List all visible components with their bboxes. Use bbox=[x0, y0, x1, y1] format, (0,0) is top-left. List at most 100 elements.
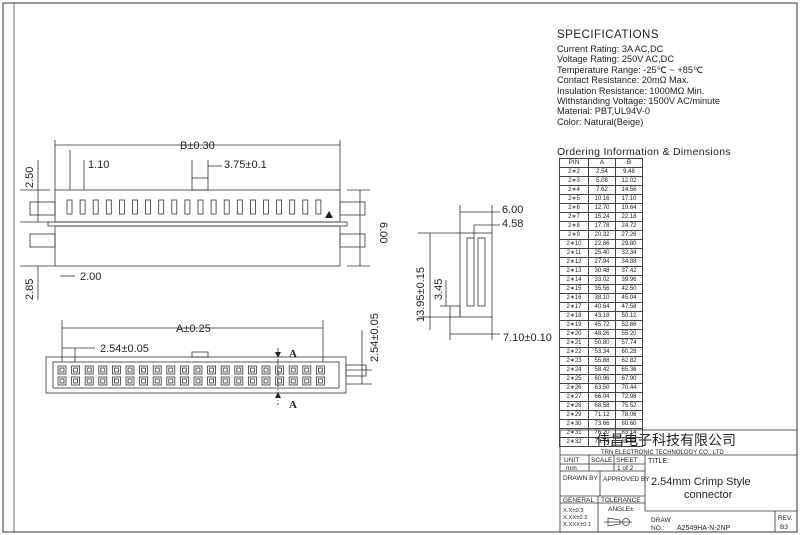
cell-pin: 2∗15 bbox=[559, 284, 589, 294]
cell-b: 83.14 bbox=[615, 428, 643, 438]
pin-slot bbox=[289, 199, 296, 215]
cell-a: 40.64 bbox=[588, 302, 616, 312]
pin-slot bbox=[249, 199, 256, 215]
pin-contact bbox=[168, 367, 174, 373]
pin-cavity bbox=[84, 376, 94, 386]
approved-by-label: APPROVED BY bbox=[603, 476, 650, 483]
rev-value: B3 bbox=[780, 524, 788, 531]
pin-contact bbox=[73, 367, 78, 373]
cell-b: 75.52 bbox=[615, 401, 643, 411]
cell-a: 10.16 bbox=[588, 194, 616, 204]
cell-a: 43.18 bbox=[588, 311, 616, 321]
pin-contact bbox=[304, 378, 310, 384]
cell-a: 60.96 bbox=[588, 374, 616, 384]
pin-contact bbox=[154, 378, 160, 384]
pin-contact bbox=[181, 367, 187, 373]
no-label: NO.: bbox=[651, 525, 665, 532]
cell-b: 17.10 bbox=[615, 194, 643, 204]
side-view bbox=[418, 205, 500, 340]
cell-pin: 2∗31 bbox=[559, 428, 589, 438]
section-label-bottom: A bbox=[289, 399, 297, 411]
pin-contact bbox=[59, 378, 65, 384]
pin-cavity bbox=[166, 365, 176, 375]
cell-a: 20.32 bbox=[588, 230, 616, 240]
sheet-label: SHEET bbox=[616, 457, 638, 464]
cell-a: 73.66 bbox=[588, 419, 616, 429]
title-label: TITLE: bbox=[648, 458, 669, 465]
cell-pin: 2∗17 bbox=[559, 302, 589, 312]
sheet-value: 1 of 2 bbox=[617, 465, 634, 472]
pin-cavity bbox=[139, 365, 149, 375]
pin-slot bbox=[105, 199, 112, 215]
cell-a: 30.48 bbox=[588, 266, 616, 276]
pin-contact bbox=[59, 367, 65, 373]
cell-a: 27.94 bbox=[588, 257, 616, 267]
pin-slot bbox=[276, 199, 283, 215]
pin-contact bbox=[100, 367, 106, 373]
pin-slot bbox=[210, 199, 217, 215]
pin-cavity bbox=[315, 365, 325, 375]
spec-insulation-resistance: Insulation Resistance: 1000MΩ Min. bbox=[557, 85, 705, 96]
pin-cavity bbox=[302, 376, 312, 386]
pin-contact bbox=[168, 378, 174, 384]
pin-contact bbox=[114, 367, 119, 373]
cell-pin: 2∗29 bbox=[559, 410, 589, 420]
pin-cavity bbox=[288, 365, 298, 375]
pin-cavity bbox=[288, 376, 298, 386]
pin-cavity bbox=[152, 376, 162, 386]
pin-cavity bbox=[261, 365, 271, 375]
pin-cavity bbox=[112, 376, 121, 386]
pin-cavity bbox=[152, 365, 162, 375]
pin-cavity bbox=[57, 365, 67, 375]
pin-cavity bbox=[234, 376, 244, 386]
cell-pin: 2∗23 bbox=[559, 356, 589, 366]
cell-pin: 2∗3 bbox=[559, 176, 589, 186]
pin-contact bbox=[209, 367, 215, 373]
cell-b: 78.06 bbox=[615, 410, 643, 420]
pin-cavity bbox=[125, 365, 135, 375]
cell-pin: 2∗8 bbox=[559, 221, 589, 231]
pin-cavity bbox=[247, 376, 257, 386]
pin-contact bbox=[86, 378, 92, 384]
pin-contact bbox=[304, 367, 310, 373]
pin1-marker bbox=[325, 211, 333, 218]
cell-b: 19.64 bbox=[615, 203, 643, 213]
pin-cavity bbox=[207, 365, 217, 375]
cell-a: 35.56 bbox=[588, 284, 616, 294]
cell-b: 55.20 bbox=[615, 329, 643, 339]
pin-contact bbox=[249, 367, 255, 373]
cell-a: 15.24 bbox=[588, 212, 616, 222]
angle-label: ANGLE± bbox=[608, 506, 634, 513]
pin-contact bbox=[290, 378, 296, 384]
pin-cavity bbox=[261, 376, 271, 386]
cell-pin: 2∗5 bbox=[559, 194, 589, 204]
spec-material: Material: PBT,UL94V-0 bbox=[557, 106, 650, 117]
cell-b: 12.02 bbox=[615, 176, 643, 186]
pin-slot bbox=[315, 199, 322, 215]
cell-a: 33.02 bbox=[588, 275, 616, 285]
pin-contact bbox=[141, 378, 147, 384]
pin-cavity bbox=[112, 365, 121, 375]
dim-side-mid-height: 3.45 bbox=[433, 279, 445, 300]
pin-slot bbox=[223, 199, 230, 215]
pin-cavity bbox=[71, 365, 80, 375]
pin-cavity bbox=[125, 376, 135, 386]
cell-pin: 2∗20 bbox=[559, 329, 589, 339]
pin-slot bbox=[184, 199, 191, 215]
cell-b: 65.36 bbox=[615, 365, 643, 375]
cell-pin: 2∗2 bbox=[559, 167, 589, 177]
